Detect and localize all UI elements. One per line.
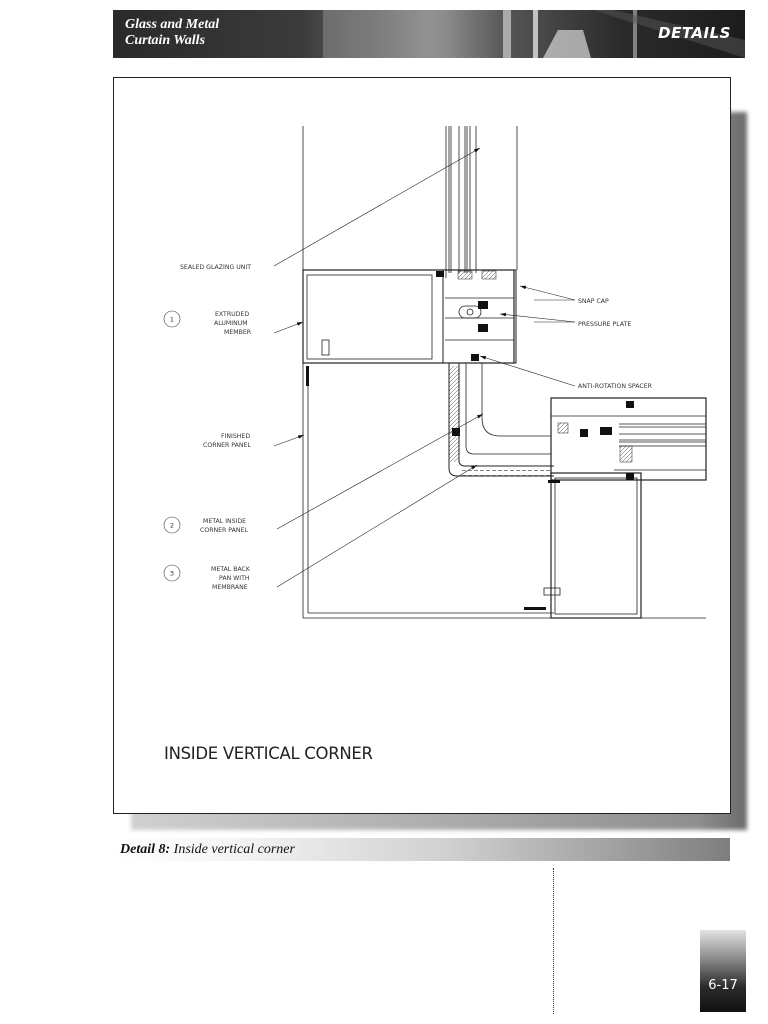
label-back-pan-3: MEMBRANE bbox=[212, 584, 248, 591]
drawing-frame: SEALED GLAZING UNIT EXTRUDED ALUMINUM ME… bbox=[113, 77, 731, 814]
caption-bar: Detail 8: Inside vertical corner bbox=[113, 838, 730, 861]
callout-3-number: 3 bbox=[170, 570, 174, 578]
header-title-line2: Curtain Walls bbox=[125, 33, 206, 48]
column-divider bbox=[553, 868, 554, 1014]
label-pressure-plate: PRESSURE PLATE bbox=[578, 321, 631, 328]
drawing-title: INSIDE VERTICAL CORNER bbox=[164, 744, 373, 763]
caption-text: Detail 8: Inside vertical corner bbox=[113, 838, 730, 861]
label-metal-inside-1: METAL INSIDE bbox=[203, 518, 246, 525]
header-photo-decoration bbox=[323, 10, 745, 58]
callout-3: 3 bbox=[163, 564, 181, 582]
label-finished-2: CORNER PANEL bbox=[203, 442, 251, 449]
callout-2: 2 bbox=[163, 516, 181, 534]
section-label: DETAILS bbox=[658, 24, 731, 42]
caption-description: Inside vertical corner bbox=[170, 842, 295, 857]
label-back-pan-2: PAN WITH bbox=[219, 575, 250, 582]
callout-2-number: 2 bbox=[170, 522, 174, 530]
label-sealed-glazing-unit: SEALED GLAZING UNIT bbox=[180, 264, 251, 271]
header-title-line1: Glass and Metal bbox=[125, 17, 220, 32]
page-number: 6-17 bbox=[708, 978, 738, 993]
label-extruded-3: MEMBER bbox=[224, 329, 252, 336]
caption-label: Detail 8: bbox=[120, 842, 171, 857]
label-extruded-1: EXTRUDED bbox=[215, 311, 249, 318]
technical-drawing: SEALED GLAZING UNIT EXTRUDED ALUMINUM ME… bbox=[163, 126, 707, 619]
label-finished-1: FINISHED bbox=[221, 433, 250, 440]
header-banner: Glass and Metal Curtain Walls DETAILS bbox=[113, 10, 745, 58]
label-extruded-2: ALUMINUM bbox=[214, 320, 248, 327]
label-back-pan-1: METAL BACK bbox=[211, 566, 251, 573]
label-snap-cap: SNAP CAP bbox=[578, 298, 609, 305]
callout-1: 1 bbox=[163, 310, 181, 328]
callout-1-number: 1 bbox=[170, 316, 174, 324]
label-metal-inside-2: CORNER PANEL bbox=[200, 527, 248, 534]
header-title: Glass and Metal Curtain Walls bbox=[125, 17, 219, 49]
page-number-tab: 6-17 bbox=[700, 930, 746, 1012]
label-anti-rotation-spacer: ANTI-ROTATION SPACER bbox=[578, 383, 653, 390]
